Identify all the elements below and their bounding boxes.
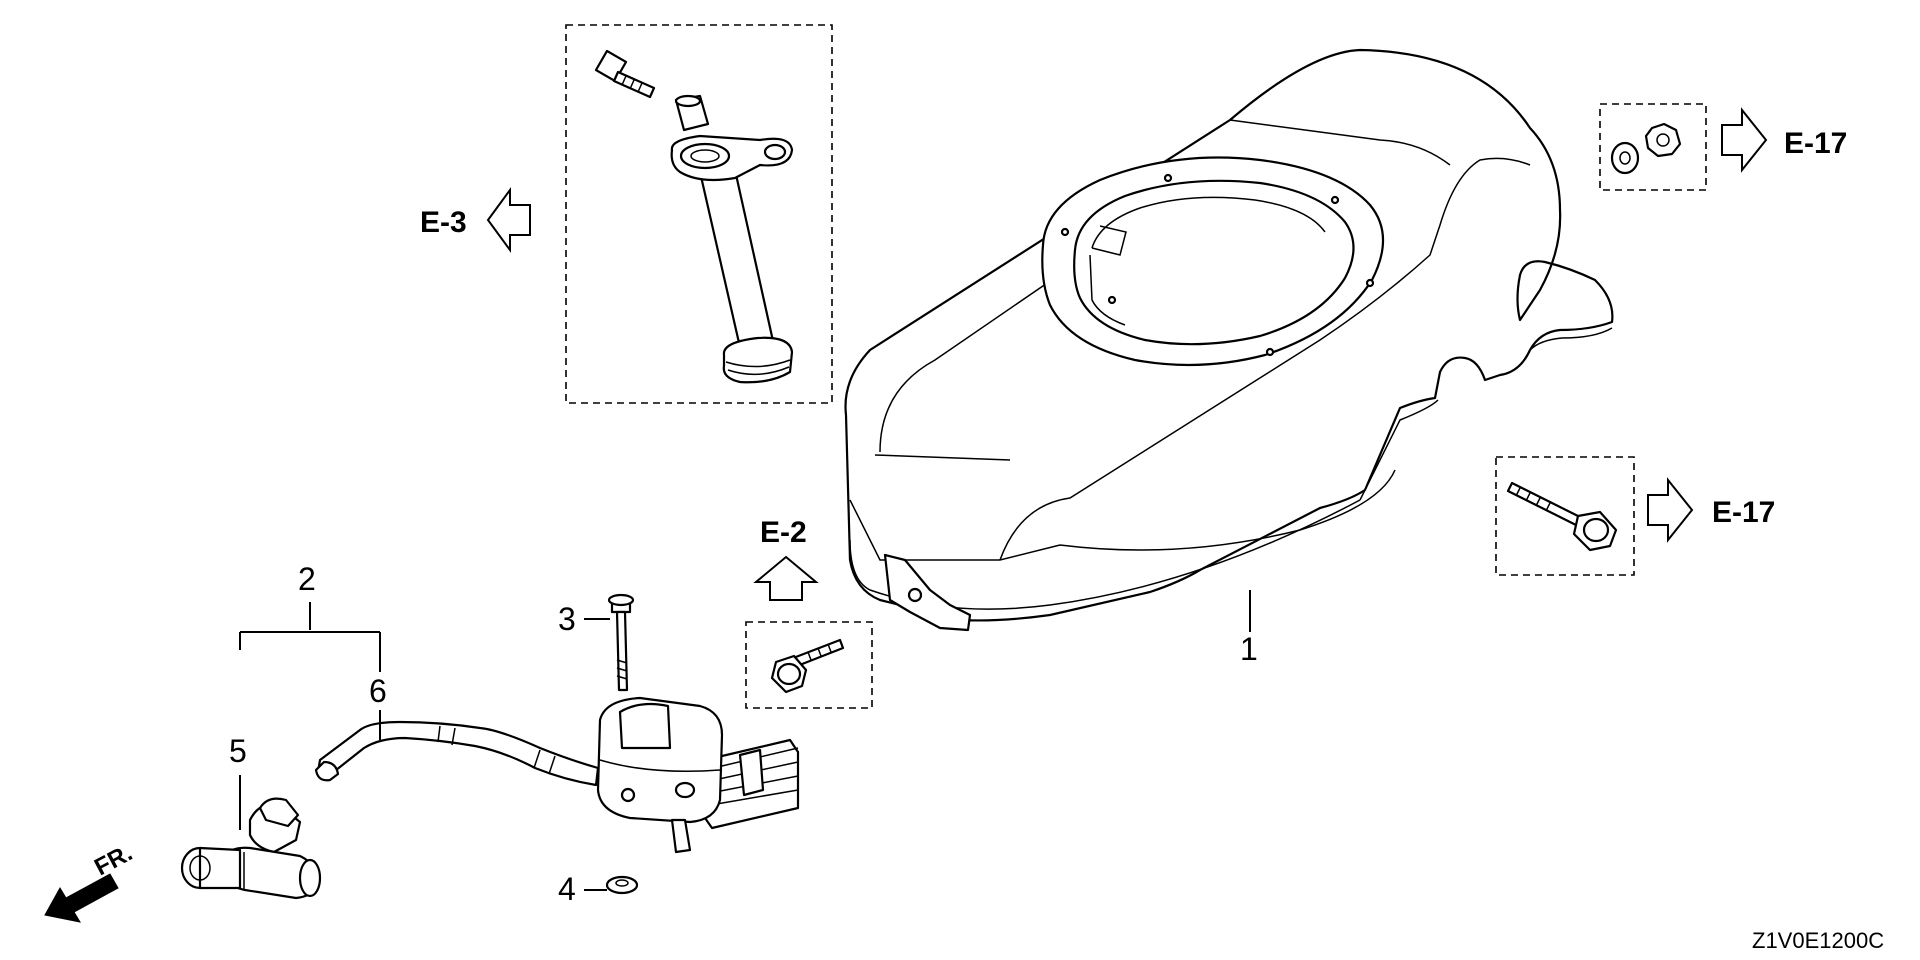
- long-bolt-frame: [1495, 456, 1635, 576]
- front-direction: FR.: [44, 839, 137, 923]
- fan-cover: [844, 48, 1614, 632]
- ref-e2-label: E-2: [760, 516, 807, 549]
- callout-4: 4: [558, 871, 576, 907]
- dipstick-sleeve: [674, 94, 710, 132]
- callout-2: 2: [298, 561, 316, 597]
- dipstick-group: [565, 24, 833, 404]
- ref-e17-top[interactable]: E-17: [1721, 107, 1847, 173]
- callout-leaders: [239, 590, 1251, 891]
- grommet-nut-frame: [1599, 103, 1707, 191]
- front-arrow-icon: [44, 873, 119, 923]
- flange-bolt-group: [745, 621, 873, 709]
- ignition-coil: [596, 593, 800, 895]
- ref-e3[interactable]: E-3: [420, 186, 531, 254]
- flange-nut: [1644, 122, 1682, 158]
- grommet-nut-group: [1599, 103, 1707, 191]
- dipstick-group-frame: [565, 24, 833, 404]
- front-label: FR.: [90, 839, 137, 881]
- arrow-left-icon: [486, 186, 531, 254]
- long-bolt-group: [1495, 456, 1635, 576]
- grommet: [1610, 141, 1640, 175]
- ref-e17-mid[interactable]: E-17: [1647, 477, 1775, 543]
- arrow-right-icon: [1721, 107, 1768, 173]
- spark-plug-cap: [180, 797, 322, 900]
- callout-5: 5: [229, 733, 247, 769]
- high-tension-cord: [314, 720, 600, 787]
- washer: [605, 875, 639, 895]
- dipstick-bolt: [594, 49, 656, 99]
- ref-e17-mid-label: E-17: [1712, 496, 1775, 529]
- flange-bolt-frame: [745, 621, 873, 709]
- diagram-code: Z1V0E1200C: [1752, 928, 1884, 953]
- ref-e2[interactable]: E-2: [753, 516, 819, 601]
- callout-3: 3: [558, 601, 576, 637]
- arrow-up-icon: [753, 555, 819, 601]
- arrow-right-icon: [1647, 477, 1694, 543]
- oil-filler-tube: [670, 134, 794, 384]
- callout-1: 1: [1240, 631, 1258, 667]
- callout-6: 6: [369, 673, 387, 709]
- ref-e3-label: E-3: [420, 206, 467, 239]
- ref-e17-top-label: E-17: [1784, 127, 1847, 160]
